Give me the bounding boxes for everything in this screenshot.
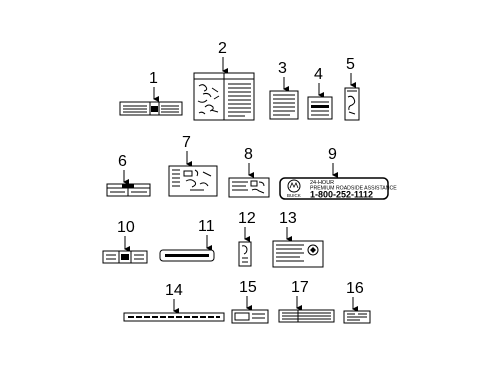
callout-13: 13 bbox=[279, 210, 297, 227]
buick-emblem-icon bbox=[287, 179, 301, 193]
callout-12: 12 bbox=[238, 210, 256, 227]
callout-7: 7 bbox=[182, 134, 191, 151]
callout-3: 3 bbox=[278, 60, 287, 77]
label-10 bbox=[102, 250, 148, 264]
label-11 bbox=[159, 249, 215, 262]
callout-5: 5 bbox=[346, 56, 355, 73]
label-9-line2: PREMIUM ROADSIDE ASSISTANCE bbox=[310, 186, 397, 192]
label-16 bbox=[343, 310, 371, 324]
callout-4: 4 bbox=[314, 66, 323, 83]
label-12 bbox=[238, 241, 252, 267]
label-1 bbox=[119, 101, 183, 116]
label-14 bbox=[123, 312, 225, 322]
label-13 bbox=[272, 240, 324, 268]
callout-14: 14 bbox=[165, 282, 183, 299]
label-17 bbox=[278, 309, 335, 323]
label-9-line1: 24-HOUR bbox=[310, 180, 334, 186]
callout-9: 9 bbox=[328, 146, 337, 163]
label-9-brand: BUICK bbox=[287, 193, 301, 198]
label-4 bbox=[307, 96, 333, 120]
callout-1: 1 bbox=[149, 70, 158, 87]
callout-6: 6 bbox=[118, 153, 127, 170]
label-7 bbox=[168, 165, 218, 197]
label-9-phone: 1-800-252-1112 bbox=[310, 190, 373, 200]
callout-8: 8 bbox=[244, 146, 253, 163]
callout-10: 10 bbox=[117, 219, 135, 236]
label-3 bbox=[269, 90, 299, 120]
label-5 bbox=[344, 87, 360, 121]
callout-11: 11 bbox=[198, 218, 215, 235]
label-9: BUICK 24-HOUR PREMIUM ROADSIDE ASSISTANC… bbox=[279, 177, 397, 200]
label-6 bbox=[106, 183, 151, 197]
callout-2: 2 bbox=[218, 40, 227, 57]
leader-arrows bbox=[123, 57, 358, 314]
callout-16: 16 bbox=[346, 280, 364, 297]
label-8 bbox=[228, 177, 270, 198]
label-15 bbox=[231, 309, 269, 324]
label-2 bbox=[193, 72, 255, 121]
callout-15: 15 bbox=[239, 279, 257, 296]
callout-17: 17 bbox=[291, 279, 309, 296]
